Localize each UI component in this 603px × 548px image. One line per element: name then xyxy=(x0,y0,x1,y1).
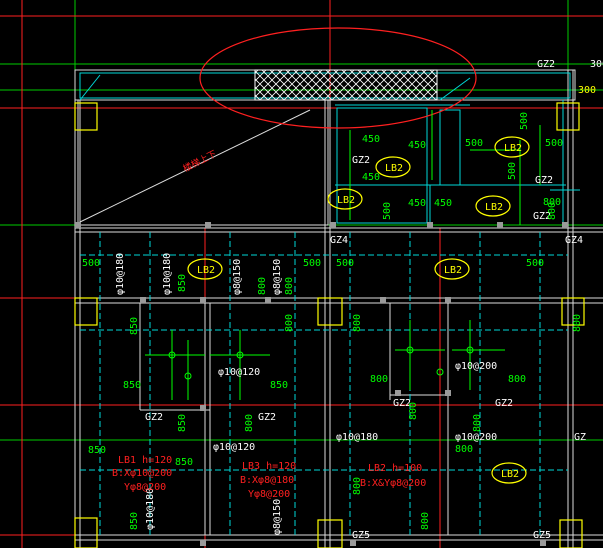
label-gz: GZ2 xyxy=(533,211,551,222)
rebar-label: φ10@180 xyxy=(115,253,126,295)
dim-label: 450 xyxy=(408,198,426,209)
slab-spec: Yφ8@200 xyxy=(248,489,290,500)
dim-label: 450 xyxy=(362,134,380,145)
slab-spec: LB1 h=120 xyxy=(118,455,172,466)
dim-label: 800 xyxy=(543,197,561,208)
dim-label: 500 xyxy=(526,258,544,269)
dim-label: 500 xyxy=(382,202,393,220)
rebar-label: φ8@150 xyxy=(272,259,283,295)
dim-label: 500 xyxy=(519,112,530,130)
slab-spec: LB3 h=120 xyxy=(242,461,296,472)
label-gz2: GZ2 xyxy=(535,175,553,186)
slab-label: LB2 xyxy=(337,195,355,206)
dim-label: 850 xyxy=(177,274,188,292)
dim-label: 500 xyxy=(336,258,354,269)
dim-label: 800 xyxy=(257,277,268,295)
slab-label: LB2 xyxy=(385,163,403,174)
dim-label: 800 xyxy=(408,402,419,420)
dim-label: 850 xyxy=(129,317,140,335)
dim-label: 800 xyxy=(572,314,583,332)
label-gz4: GZ4 xyxy=(565,235,583,246)
dim-label: 800 xyxy=(420,512,431,530)
dim-label: 800 xyxy=(455,444,473,455)
stair-note: 楼梯上下 xyxy=(181,148,219,175)
rebar-label: φ10@200 xyxy=(455,432,497,443)
dim-label: 800 xyxy=(370,374,388,385)
rebar-label: φ10@120 xyxy=(218,367,260,378)
dim-label: 800 xyxy=(352,477,363,495)
dim-label: 850 xyxy=(177,414,188,432)
dim-label: 500 xyxy=(82,258,100,269)
dim-label: 850 xyxy=(175,457,193,468)
dim-label: 800 xyxy=(508,374,526,385)
dim-label: 850 xyxy=(123,380,141,391)
slab-label: LB2 xyxy=(485,202,503,213)
label-gz5: GZ5 xyxy=(533,530,551,541)
dim-label: 800 xyxy=(284,314,295,332)
dim-label: 800 xyxy=(547,202,558,220)
slab-label: LB2 xyxy=(501,469,519,480)
label-gz2: GZ2 xyxy=(145,412,163,423)
cyan-dashed xyxy=(80,232,568,535)
rebar-label: φ10@200 xyxy=(455,361,497,372)
right-edge-labels: GZ xyxy=(574,432,586,443)
slab-label: LB2 xyxy=(504,143,522,154)
dim-label: 800 xyxy=(352,314,363,332)
rebar-dots xyxy=(168,346,474,380)
slab-spec: B:Xφ10@200 xyxy=(112,468,172,479)
slab-ellipses xyxy=(187,136,530,484)
slab-label: LB2 xyxy=(444,265,462,276)
label-gz2: GZ2 xyxy=(258,412,276,423)
slab-spec: B:X&Yφ8@200 xyxy=(360,478,426,489)
slab-spec: LB2 h=100 xyxy=(368,463,422,474)
label-gz4: GZ4 xyxy=(330,235,348,246)
dim-label: 450 xyxy=(434,198,452,209)
dim-label: 800 xyxy=(244,414,255,432)
dim-label: 500 xyxy=(465,138,483,149)
dim-label: 500 xyxy=(507,162,518,180)
label-gz2: GZ2 xyxy=(537,59,555,70)
dim-label: 850 xyxy=(88,445,106,456)
label-gz2: GZ2 xyxy=(495,398,513,409)
rebar-label: φ10@120 xyxy=(213,442,255,453)
rebar-label: φ10@180 xyxy=(336,432,378,443)
rebar-label: φ8@150 xyxy=(272,499,283,535)
highlight-ellipse[interactable] xyxy=(199,27,477,129)
rebar-label: φ10@180 xyxy=(145,488,156,530)
dim-label: 800 xyxy=(472,414,483,432)
dim-label: 850 xyxy=(129,512,140,530)
joint-markers xyxy=(75,222,568,546)
dim-label: 800 xyxy=(284,277,295,295)
svg-text:GZ: GZ xyxy=(574,432,586,443)
columns xyxy=(74,102,585,548)
label-gz2: GZ2 xyxy=(352,155,370,166)
rebar-lines xyxy=(145,110,541,400)
slab-spec: Yφ8@200 xyxy=(124,482,166,493)
slab-spec: B:Xφ8@180 xyxy=(240,475,294,486)
stair-diagonal xyxy=(79,109,311,223)
dim-label: 500 xyxy=(303,258,321,269)
label-gz: 300 xyxy=(590,59,603,70)
rebar-label: φ10@180 xyxy=(162,253,173,295)
dim-label: 450 xyxy=(362,172,380,183)
hatched-opening xyxy=(254,69,438,101)
slab-label: LB2 xyxy=(197,265,215,276)
rebar-label: φ8@150 xyxy=(232,259,243,295)
label-gz2: GZ2 xyxy=(393,398,411,409)
dim-label: 500 xyxy=(545,138,563,149)
label-gz: 300 xyxy=(578,85,596,96)
text-layer: GZ2 GZ2 GZ2 GZ2 GZ2 GZ2 GZ2 GZ4 GZ4 GZ5 … xyxy=(82,59,603,541)
dim-label: 450 xyxy=(408,140,426,151)
label-gz5: GZ5 xyxy=(352,530,370,541)
dim-label: 850 xyxy=(270,380,288,391)
